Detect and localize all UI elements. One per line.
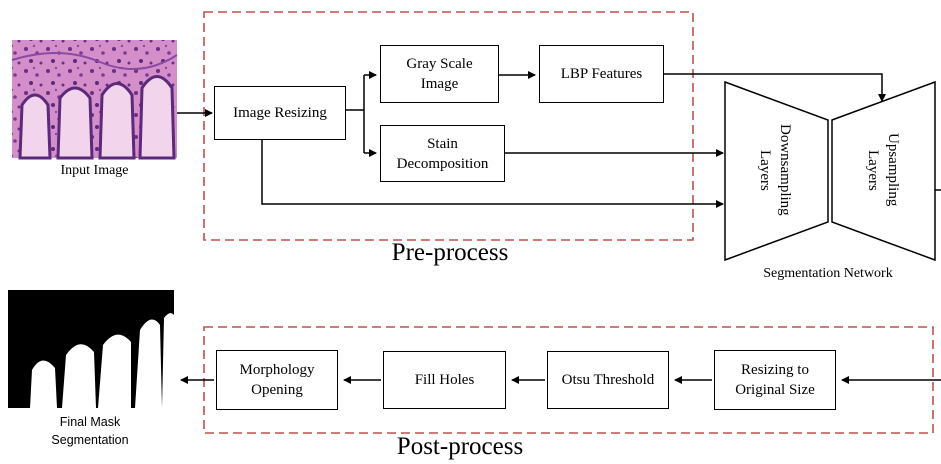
downsampling-trapezoid: [724, 80, 829, 262]
image-resizing-box: Image Resizing: [214, 86, 346, 140]
otsu-threshold-box: Otsu Threshold: [547, 351, 669, 409]
preprocess-dashed-region: [203, 11, 694, 241]
preprocess-title: Pre-process: [391, 239, 509, 266]
fill-holes-box: Fill Holes: [383, 351, 506, 409]
morphology-opening-box: Morphology Opening: [216, 350, 338, 410]
lbp-features-box: LBP Features: [539, 45, 664, 103]
gray-scale-box: Gray Scale Image: [380, 45, 499, 103]
final-mask-label: Final Mask Segmentation: [51, 415, 129, 447]
postprocess-title: Post-process: [396, 433, 524, 460]
upsampling-label: Upsampling Layers: [865, 133, 901, 207]
stain-decomposition-box: Stain Decomposition: [380, 125, 505, 182]
input-image-label: Input Image: [60, 163, 129, 178]
downsampling-label: Downsampling Layers: [757, 124, 793, 216]
input-image: [11, 40, 178, 160]
final-mask-image: [8, 290, 174, 408]
upsampling-trapezoid: [831, 80, 936, 262]
resizing-to-original-box: Resizing to Original Size: [714, 350, 836, 410]
segmentation-network-label: Segmentation Network: [763, 266, 893, 281]
